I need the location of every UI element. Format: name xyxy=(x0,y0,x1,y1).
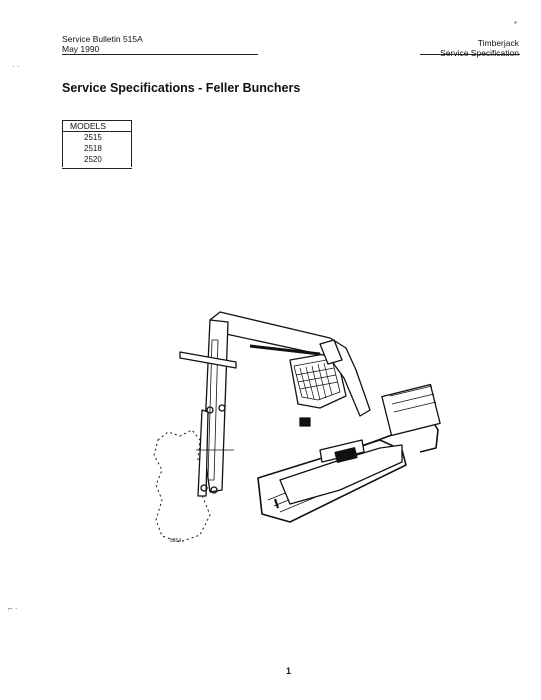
tree-outline xyxy=(153,429,211,543)
page-title: Service Specifications - Feller Bunchers xyxy=(62,81,301,95)
models-box xyxy=(62,120,132,167)
bulletin-number: Service Bulletin 515A xyxy=(62,34,143,44)
figure-label: 8354 xyxy=(170,538,181,544)
models-bottom-rule xyxy=(62,168,132,169)
model-item: 2520 xyxy=(84,155,102,164)
page-number: 1 xyxy=(286,666,292,676)
bulletin-date: May 1990 xyxy=(62,44,100,54)
counterweight xyxy=(381,383,441,437)
model-item: 2515 xyxy=(84,133,102,142)
model-item: 2518 xyxy=(84,144,102,153)
scan-speck: · · xyxy=(12,62,20,71)
header-rule-left xyxy=(62,54,258,55)
company-name: Timberjack xyxy=(477,38,519,48)
felling-head xyxy=(179,351,237,369)
section-name: Service Specification xyxy=(440,48,519,58)
scan-speck: ▪ xyxy=(514,18,517,27)
models-heading-rule xyxy=(62,131,131,132)
scan-speck: ⌐ · xyxy=(8,604,18,613)
header-right: Timberjack Service Specification xyxy=(440,38,519,58)
feller-buncher-illustration: 8354 xyxy=(153,311,441,544)
models-heading: MODELS xyxy=(70,121,106,131)
header-left: Service Bulletin 515A May 1990 xyxy=(62,34,143,54)
header-rule-right xyxy=(420,54,520,55)
